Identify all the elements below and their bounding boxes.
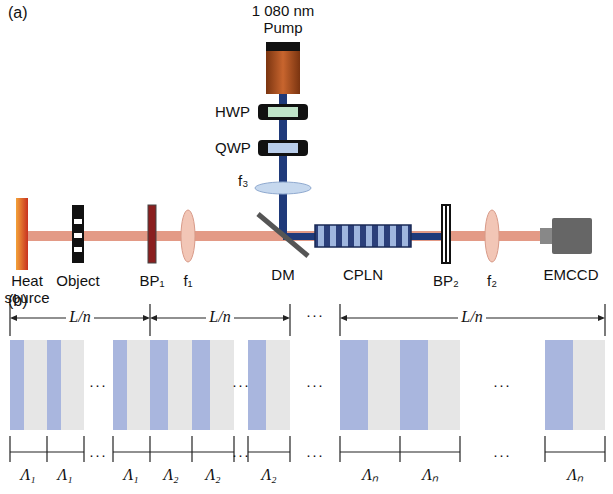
ellipsis: ··· (306, 446, 324, 463)
laser-label: 1 080 nm Pump (243, 2, 323, 36)
bandpass-filter (442, 205, 450, 263)
component-label: HWP (215, 103, 250, 120)
period-label: Λ₁ (123, 466, 138, 483)
object-mask (72, 205, 84, 263)
component-label: f₁ (183, 272, 192, 289)
component-label: BP₂ (433, 272, 459, 289)
component-label: f₂ (487, 272, 497, 289)
quarter-wave-plate (258, 140, 308, 156)
ellipsis: ··· (232, 446, 250, 463)
panel-label: (b) (8, 292, 28, 309)
period-label: Λ₂ (205, 466, 220, 483)
panel-label: (a) (8, 4, 28, 21)
dimension-label: L/n (66, 308, 93, 325)
lens (255, 182, 311, 194)
period-label: Λₙ (567, 466, 583, 483)
ellipsis: ··· (493, 376, 511, 393)
emccd-camera (552, 218, 592, 254)
ellipsis: ··· (89, 446, 107, 463)
lens (181, 210, 195, 262)
dichroic-mirror (258, 214, 308, 256)
component-label: BP₁ (139, 272, 164, 289)
component-label: DM (271, 266, 294, 283)
heat-source (16, 198, 28, 270)
period-label: Λ₂ (163, 466, 178, 483)
bandpass-filter (148, 205, 156, 263)
ellipsis: ··· (89, 376, 107, 393)
period-label: Λₙ (422, 466, 438, 483)
component-label: CPLN (343, 266, 383, 283)
ellipsis: ··· (493, 446, 511, 463)
poling-periods (10, 340, 605, 430)
dimension-lines (10, 304, 605, 336)
dimension-label: L/n (458, 308, 485, 325)
period-label: Λ₂ (261, 466, 276, 483)
ellipsis: ··· (306, 376, 324, 393)
component-label: f₃ (238, 172, 248, 189)
component-label: EMCCD (544, 266, 599, 283)
pump-laser (266, 42, 300, 94)
cpln-crystal (315, 225, 411, 247)
dimension-label: L/n (206, 308, 233, 325)
period-label: Λ₁ (20, 466, 35, 483)
dimension-lines (10, 436, 605, 462)
period-label: Λ₁ (57, 466, 72, 483)
ellipsis: ··· (306, 306, 324, 323)
half-wave-plate (258, 104, 308, 120)
period-label: Λₙ (362, 466, 378, 483)
camera-lens (540, 228, 552, 244)
component-label: Object (56, 272, 99, 289)
ellipsis: ··· (232, 376, 250, 393)
lens (485, 210, 499, 262)
component-label: QWP (215, 139, 251, 156)
